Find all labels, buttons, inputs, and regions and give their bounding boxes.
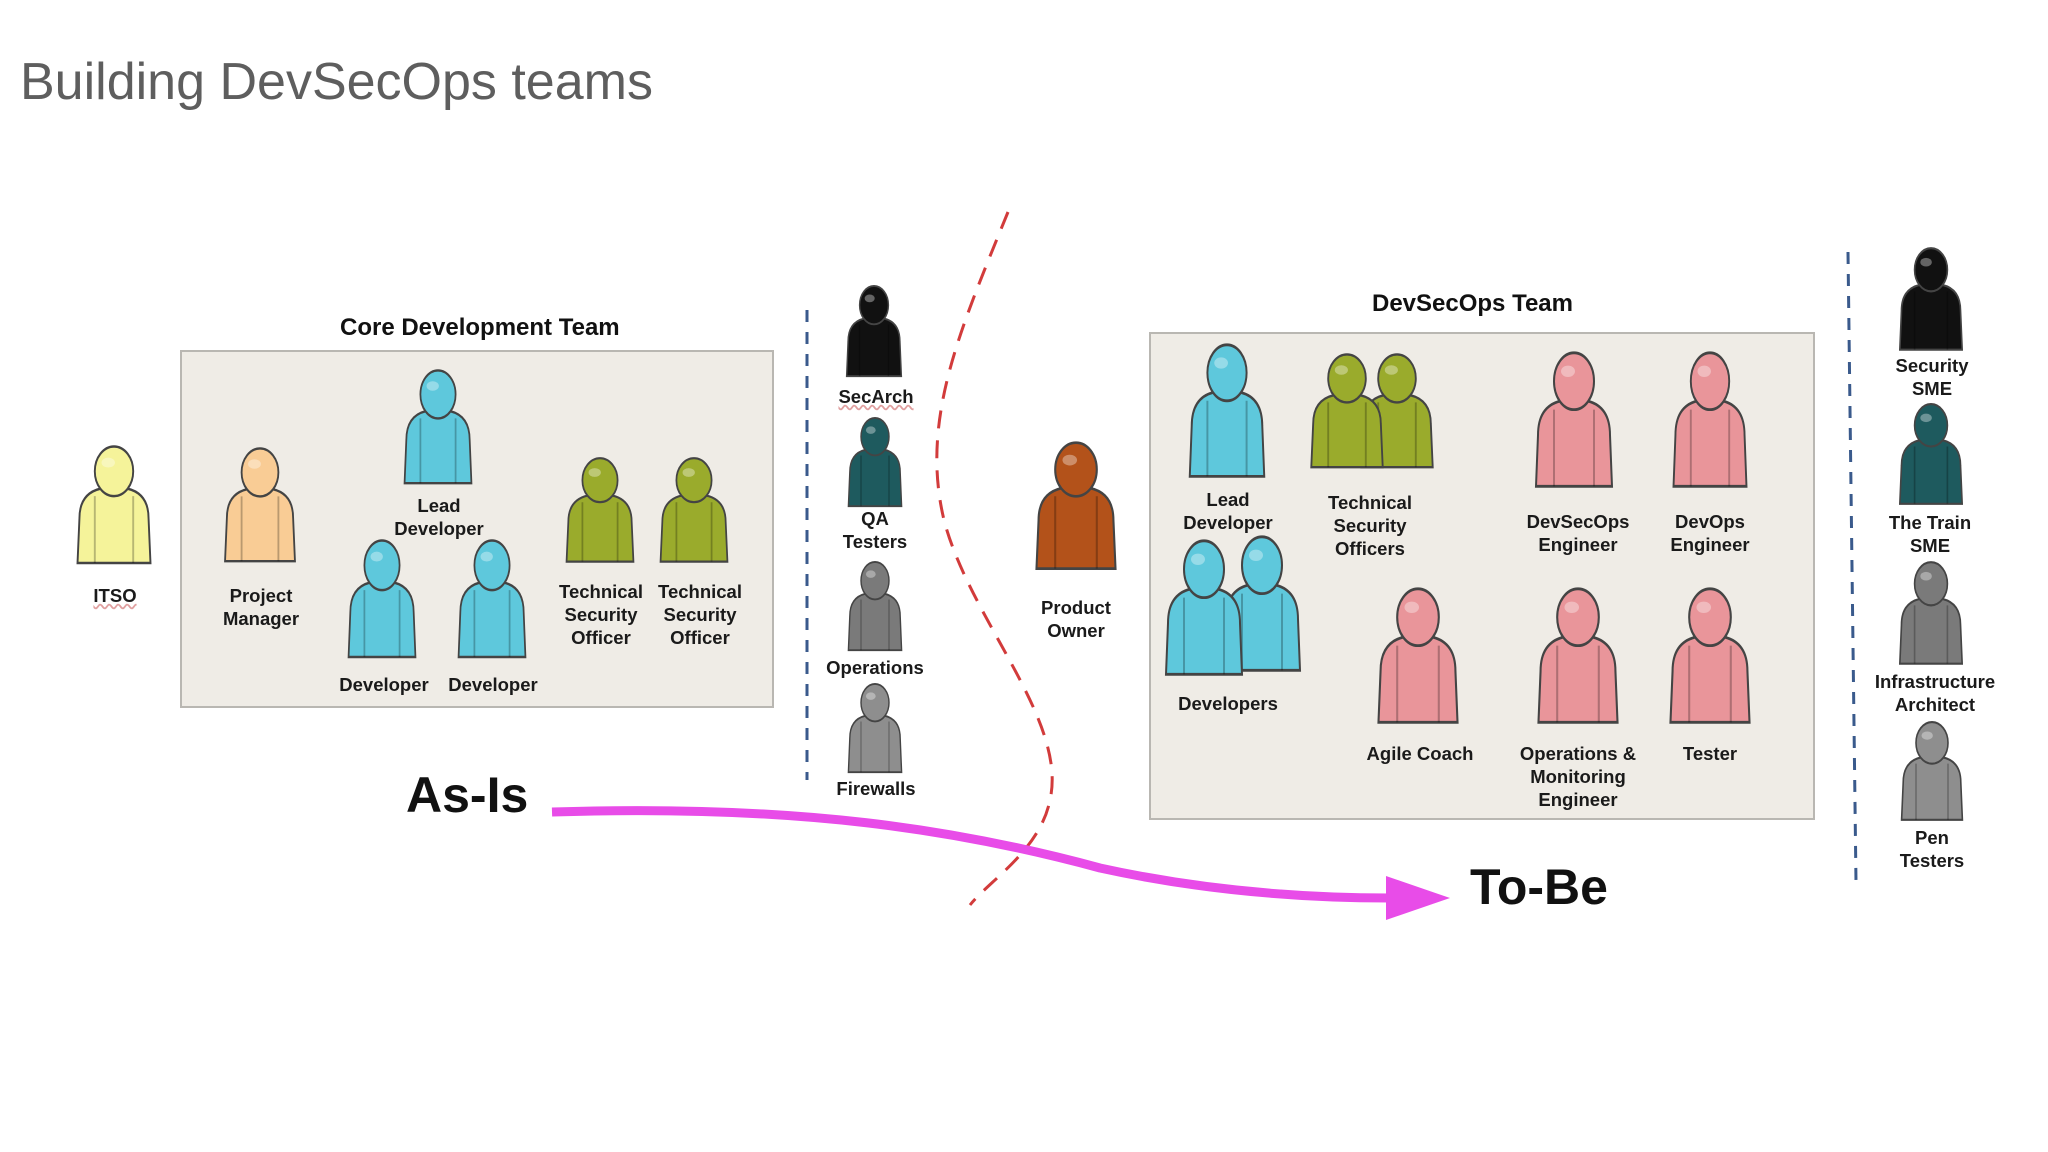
pen-testers-icon <box>1892 720 1972 824</box>
dso-tso-label: Technical Security Officers <box>1328 492 1412 559</box>
as-is-label: As-Is <box>406 767 529 823</box>
tso-1-label: Technical Security Officer <box>559 581 643 648</box>
tso-2-label: Technical Security Officer <box>658 581 742 648</box>
devsecops-engineer-icon <box>1524 350 1624 492</box>
qa-testers-icon <box>840 416 910 510</box>
agile-coach-label: Agile Coach <box>1366 743 1474 764</box>
core-team-title: Core Development Team <box>340 314 620 341</box>
slide-title: Building DevSecOps teams <box>20 53 653 111</box>
developer-1-icon <box>338 538 426 662</box>
infrastructure-architect-icon <box>1890 560 1972 668</box>
product-owner-icon <box>1024 440 1128 574</box>
developer-2-label: Developer <box>448 674 538 695</box>
ops-monitoring-icon <box>1526 586 1630 728</box>
pen-testers-label: Pen Testers <box>1899 827 1965 871</box>
developers-label: Developers <box>1178 693 1278 714</box>
lead-developer-label: Lead Developer <box>394 495 484 539</box>
project-manager-icon <box>214 446 306 566</box>
itso-person-icon <box>66 444 162 568</box>
project-manager-label: Project Manager <box>222 585 300 629</box>
devsecops-engineer-label: DevSecOps Engineer <box>1526 511 1630 555</box>
secarch-icon <box>838 284 910 380</box>
product-owner-label: Product Owner <box>1041 597 1111 641</box>
to-be-label: To-Be <box>1470 859 1608 915</box>
developer-2-icon <box>448 538 536 662</box>
firewalls-label: Firewalls <box>836 778 916 799</box>
tso-2-icon <box>650 456 738 566</box>
firewalls-icon <box>840 682 910 776</box>
train-sme-label: The Train SME <box>1888 512 1972 556</box>
train-sme-icon <box>1890 402 1972 508</box>
itso-label: ITSO <box>93 585 137 606</box>
security-sme-icon <box>1890 246 1972 354</box>
tobe-divider <box>1846 251 1858 883</box>
devsecops-team-title: DevSecOps Team <box>1372 290 1573 317</box>
agile-coach-icon <box>1366 586 1470 728</box>
operations-icon <box>840 560 910 654</box>
tester-icon <box>1658 586 1762 728</box>
infrastructure-architect-label: Infrastructure Architect <box>1874 671 1996 715</box>
developer-1-label: Developer <box>339 674 429 695</box>
devops-engineer-icon <box>1662 350 1758 492</box>
secarch-label: SecArch <box>838 386 914 407</box>
qa-testers-label: QA Testers <box>842 508 908 552</box>
tso-1-icon <box>556 456 644 566</box>
dso-lead-developer-icon <box>1178 342 1276 482</box>
transformation-arrow <box>551 806 1391 903</box>
security-sme-label: Security SME <box>1895 355 1969 399</box>
developers-front-icon <box>1154 538 1254 680</box>
operations-label: Operations <box>826 657 924 678</box>
devops-engineer-label: DevOps Engineer <box>1670 511 1750 555</box>
lead-developer-icon <box>394 368 482 488</box>
arrow-head <box>1386 876 1450 920</box>
dso-tso-front-icon <box>1300 352 1394 472</box>
ops-monitoring-label: Operations & Monitoring Engineer <box>1519 743 1637 810</box>
tester-label: Tester <box>1682 743 1738 764</box>
dso-lead-developer-label: Lead Developer <box>1183 489 1273 533</box>
transition-curve <box>935 211 1054 906</box>
